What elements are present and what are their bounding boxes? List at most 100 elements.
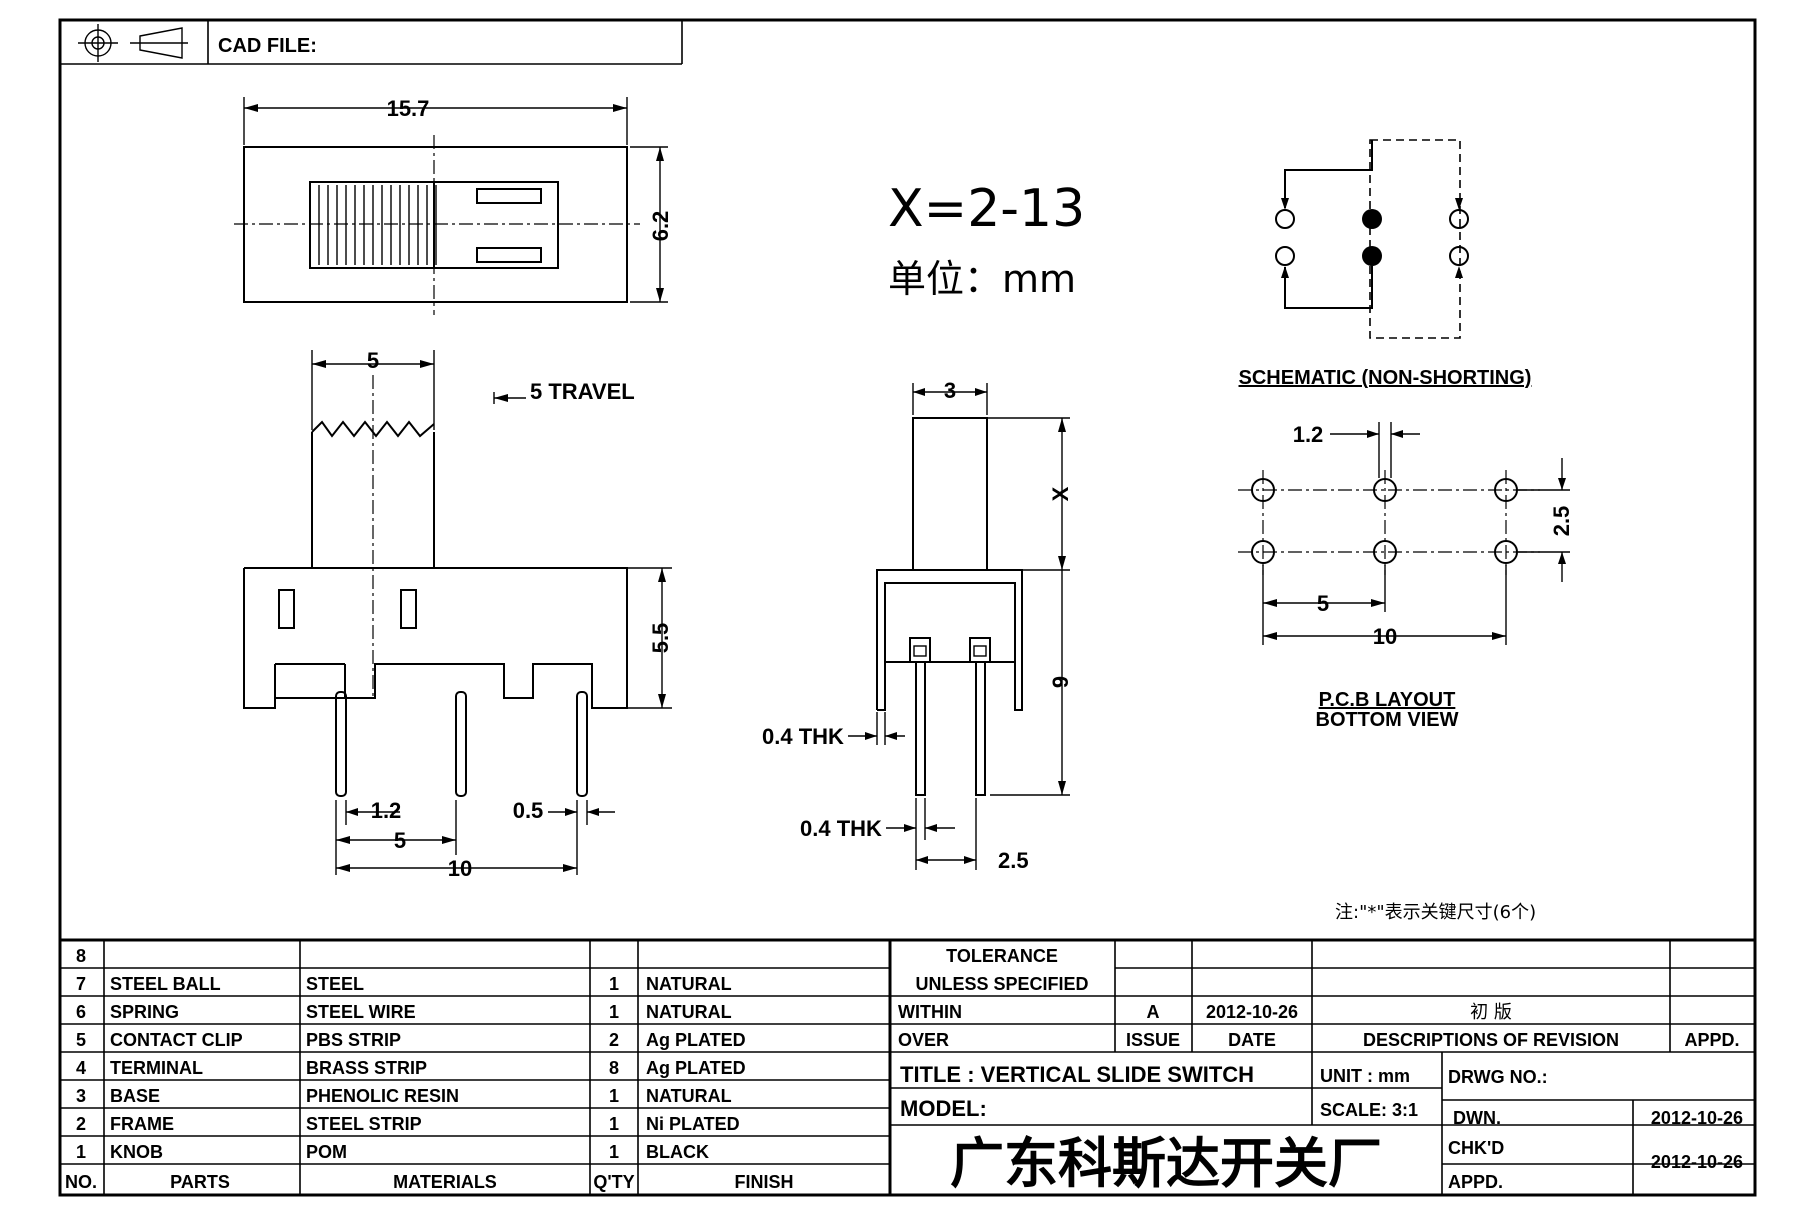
bom-row: 5 CONTACT CLIP PBS STRIP 2 Ag PLATED (76, 1030, 746, 1050)
appd-label: APPD. (1448, 1172, 1503, 1192)
pcb-col-pitch-dim: 5 (1317, 591, 1329, 616)
bom-no: 7 (76, 974, 86, 994)
bom-qty: 1 (609, 974, 619, 994)
bom-no: 8 (76, 946, 86, 966)
bom-part: CONTACT CLIP (110, 1030, 243, 1050)
pcb-hole-1 (1251, 478, 1275, 502)
within-label: WITHIN (898, 1002, 962, 1022)
bom-row: 2 FRAME STEEL STRIP 1 Ni PLATED (76, 1114, 740, 1134)
bom-header-no: NO. (65, 1172, 97, 1192)
bom-table-grid (60, 938, 1755, 1195)
unless-specified-label: UNLESS SPECIFIED (915, 974, 1088, 994)
rev-issue: A (1147, 1002, 1160, 1022)
schematic-common-1 (1362, 209, 1382, 229)
pin-2 (455, 691, 467, 797)
schematic-label: SCHEMATIC (NON-SHORTING) (1239, 367, 1532, 389)
dwn-date: 2012-10-26 (1651, 1108, 1743, 1128)
pcb-hole-dia-dim: 1.2 (1293, 422, 1324, 447)
bom-material: PBS STRIP (306, 1030, 401, 1050)
tolerance-label: TOLERANCE (946, 946, 1058, 966)
chkd-date: 2012-10-26 (1651, 1152, 1743, 1172)
bom-finish: Ag PLATED (646, 1058, 746, 1078)
bom-qty: 1 (609, 1002, 619, 1022)
title-block: TOLERANCE UNLESS SPECIFIED WITHIN OVER A… (898, 946, 1743, 1195)
unit-note-text: 单位：mm (888, 257, 1076, 301)
schematic: SCHEMATIC (NON-SHORTING) (1239, 139, 1532, 389)
bom-qty: 8 (609, 1058, 619, 1078)
travel-label: 5 TRAVEL (530, 379, 635, 404)
bom-qty: 1 (609, 1114, 619, 1134)
bom-part: TERMINAL (110, 1058, 203, 1078)
bom-table: 8 7 STEEL BALL STEEL 1 NATURAL 6 SPRING … (65, 946, 794, 1192)
bom-no: 6 (76, 1002, 86, 1022)
drawing-title: TITLE : VERTICAL SLIDE SWITCH (900, 1062, 1254, 1087)
bom-material: STEEL WIRE (306, 1002, 416, 1022)
bom-finish: NATURAL (646, 1086, 732, 1106)
bom-finish: NATURAL (646, 1002, 732, 1022)
header-strip: CAD FILE: (60, 20, 683, 65)
bom-part: SPRING (110, 1002, 179, 1022)
bom-material: STEEL (306, 974, 364, 994)
dwn-label: DWN. (1453, 1108, 1501, 1128)
cad-file-label: CAD FILE: (218, 35, 317, 57)
rev-date: 2012-10-26 (1206, 1002, 1298, 1022)
date-header: DATE (1228, 1030, 1276, 1050)
bom-row: 6 SPRING STEEL WIRE 1 NATURAL (76, 1002, 732, 1022)
schematic-contact-3 (1275, 246, 1295, 266)
schematic-contact-2 (1449, 209, 1469, 229)
end-pin-2 (975, 661, 986, 796)
thk-lower-dim: 0.4 THK (800, 816, 882, 841)
bom-material: PHENOLIC RESIN (306, 1086, 459, 1106)
chkd-label: CHK'D (1448, 1138, 1504, 1158)
side-base-outline (243, 567, 628, 709)
schematic-common-2 (1362, 246, 1382, 266)
pcb-hole-2 (1373, 478, 1397, 502)
top-view: 15.7 6.2 (234, 96, 673, 315)
title-block-grid (890, 940, 1755, 1195)
appd-header: APPD. (1684, 1030, 1739, 1050)
top-height-dim: 6.2 (648, 211, 673, 242)
bom-finish: NATURAL (646, 974, 732, 994)
pcb-hole-5 (1373, 540, 1397, 564)
model-label: MODEL: (900, 1096, 987, 1121)
bom-no: 5 (76, 1030, 86, 1050)
knob-ribs (309, 182, 437, 268)
pin-gap-dim: 0.5 (513, 798, 544, 823)
end-knob-width-dim: 3 (944, 378, 956, 403)
pin-width-dim: 1.2 (371, 798, 402, 823)
bom-row: 4 TERMINAL BRASS STRIP 8 Ag PLATED (76, 1058, 746, 1078)
bom-header-parts: PARTS (170, 1172, 230, 1192)
bom-material: POM (306, 1142, 347, 1162)
issue-header: ISSUE (1126, 1030, 1180, 1050)
pin-pitch-dim: 5 (394, 828, 406, 853)
end-knob-height-dim: X (1048, 486, 1073, 501)
pcb-row-pitch-dim: 2.5 (1549, 506, 1574, 537)
schematic-contact-1 (1275, 209, 1295, 229)
company-name: 广东科斯达开关厂 (950, 1132, 1382, 1195)
pcb-label-line1: P.C.B LAYOUT (1319, 689, 1456, 711)
pcb-label-line2: BOTTOM VIEW (1316, 709, 1459, 731)
pin-1 (335, 691, 347, 797)
bom-header-finish: FINISH (734, 1172, 793, 1192)
side-base-height-dim: 5.5 (648, 623, 673, 654)
bom-part: STEEL BALL (110, 974, 221, 994)
bom-no: 4 (76, 1058, 86, 1078)
end-view: 3 X 9 0.4 THK 0.4 THK (762, 378, 1073, 873)
bom-row: 8 (76, 946, 86, 966)
unit-label: UNIT : mm (1320, 1066, 1410, 1086)
spec-text: X=2-13 单位：mm (888, 179, 1085, 301)
bom-finish: BLACK (646, 1142, 709, 1162)
pcb-layout: 1.2 2.5 5 10 P.C.B LAYOUT BOTTOM VIEW (1238, 422, 1574, 731)
over-label: OVER (898, 1030, 949, 1050)
bom-row: 3 BASE PHENOLIC RESIN 1 NATURAL (76, 1086, 732, 1106)
bom-no: 1 (76, 1142, 86, 1162)
bom-part: KNOB (110, 1142, 163, 1162)
bom-qty: 2 (609, 1030, 619, 1050)
thk-upper-dim: 0.4 THK (762, 724, 844, 749)
pcb-hole-3 (1494, 478, 1518, 502)
pcb-hole-4 (1251, 540, 1275, 564)
x-range-text: X=2-13 (888, 179, 1085, 239)
side-view: 5 5 TRAVEL 5.5 1.2 0.5 (243, 348, 673, 881)
schematic-contact-4 (1449, 246, 1469, 266)
